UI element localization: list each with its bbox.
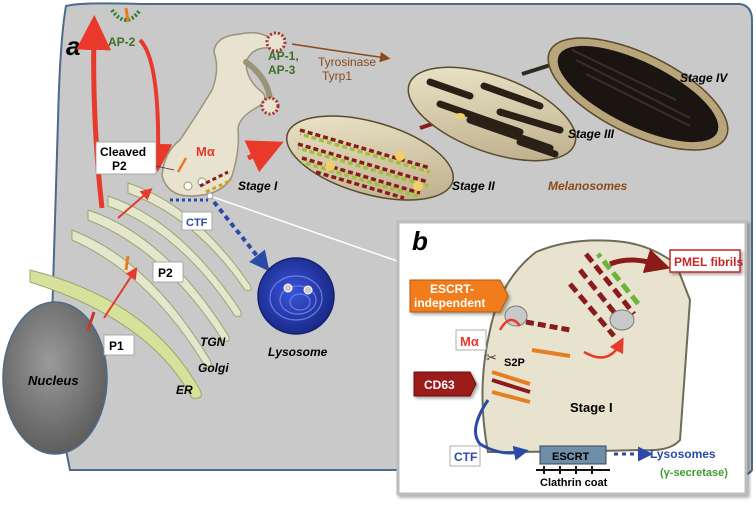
escrt-bar — [539, 445, 607, 465]
membrane-pmel-3 — [491, 390, 531, 404]
malpha-a-label: Mα — [196, 144, 215, 159]
p1-label: P1 — [109, 339, 124, 353]
coated-bud-1 — [265, 31, 287, 53]
membrane-pmel-1 — [491, 370, 531, 386]
lysosome-label: Lysosome — [268, 345, 328, 359]
er-cisterna — [29, 269, 202, 399]
cd63-label: CD63 — [424, 378, 455, 392]
scissors-icon: ✂ — [486, 350, 497, 365]
gamma-secretase-label: (γ-secretase) — [660, 467, 728, 479]
ilv-1 — [183, 181, 193, 191]
stage2-melanosome — [285, 115, 455, 201]
nucleus — [2, 301, 108, 455]
pmel-cargo-b1 — [525, 319, 571, 333]
malpha-b-label: Mα — [460, 334, 479, 349]
er-to-golgi-arrow — [103, 266, 138, 319]
escrt-label: ESCRT — [552, 451, 590, 463]
nucleus-label: Nucleus — [28, 373, 79, 388]
p1-box — [103, 334, 135, 356]
p2-protein — [124, 255, 130, 271]
escrt-indep-line2: independent — [414, 296, 485, 310]
stage1-b-label: Stage I — [570, 400, 613, 415]
pmel-cargo-b2 — [531, 348, 571, 358]
s2p-label: S2P — [504, 357, 525, 369]
cleaved-line2: P2 — [112, 159, 127, 173]
ctf-a-label: CTF — [186, 217, 208, 229]
ap2-cargo — [124, 7, 130, 23]
ap3-label: AP-3 — [268, 63, 296, 77]
membrane-pmel-2 — [491, 378, 531, 394]
golgi-cisterna-3 — [107, 195, 242, 317]
clathrin-ticks — [543, 466, 593, 474]
cd63-box — [413, 371, 477, 397]
to-lysosome-arrow — [212, 200, 270, 272]
stage1-to-stage2-arrow — [244, 140, 284, 173]
ctf-blue-arrow — [474, 399, 529, 461]
coated-bud-2 — [260, 96, 280, 116]
stage1-compartment-b — [481, 239, 692, 454]
malpha-red-arrow-b — [498, 318, 522, 331]
melanosomes-label: Melanosomes — [548, 179, 628, 193]
stage1-a-label: Stage I — [238, 179, 278, 193]
stage1-fibril-2 — [205, 178, 233, 194]
panel-a-letter: a — [66, 31, 80, 61]
tyrosinase-arrow — [291, 43, 391, 63]
tyrp1-label: Tyrp1 — [322, 69, 352, 83]
lysosome — [257, 257, 335, 335]
tgn-label: TGN — [200, 335, 226, 349]
p2-box — [152, 261, 184, 283]
ap2-endocytosis-arrow — [138, 38, 173, 172]
cleaved-p2-protein — [176, 157, 188, 173]
golgi-cisterna-2 — [87, 209, 230, 342]
ap2-coated-pit — [110, 8, 142, 22]
ap2-label: AP-2 — [108, 35, 136, 49]
cleaved-p2-box — [95, 141, 157, 175]
escrt-indep-line1: ESCRT- — [430, 282, 474, 296]
pmel-fibrils-box — [669, 249, 741, 273]
cleaved-pointer — [155, 165, 175, 171]
ctf-a-box — [181, 211, 213, 231]
stage1-red-arrow-b — [583, 337, 624, 359]
cleaved-line1: Cleaved — [100, 145, 146, 159]
stage4-melanosome — [547, 37, 729, 151]
ctf-b-label: CTF — [454, 450, 477, 464]
pmel-fibrils-label: PMEL fibrils — [674, 255, 743, 269]
golgi-to-pm-arrow — [76, 15, 112, 209]
pmel-fibrils-arrow — [609, 249, 671, 274]
stage3-label: Stage III — [568, 127, 615, 141]
pmel-fibrils-group — [568, 252, 642, 338]
endosome-stage1 — [161, 31, 277, 197]
tyrosinase-label: Tyrosinase — [318, 55, 376, 69]
zoom-connector-1 — [209, 195, 401, 263]
golgi-label: Golgi — [198, 361, 229, 375]
stage2-label: Stage II — [452, 179, 495, 193]
p1-protein — [86, 311, 96, 331]
clathrin-label: Clathrin coat — [540, 477, 608, 489]
zoom-anchor — [206, 192, 214, 200]
malpha-b-box — [455, 329, 487, 351]
ctf-b-box — [449, 445, 481, 467]
stage1-fibril-1 — [199, 170, 229, 188]
stage3-melanosome — [407, 66, 577, 162]
p2-label: P2 — [158, 266, 173, 280]
ilv-b — [609, 309, 635, 331]
er-label: ER — [176, 383, 193, 397]
lysosomes-b-label: Lysosomes — [650, 447, 716, 461]
escrt-independent-box — [409, 279, 509, 313]
ap1-label: AP-1, — [268, 49, 299, 63]
golgi-to-stage1-arrow — [117, 188, 153, 219]
stage4-label: Stage IV — [680, 71, 728, 85]
panel-b-letter: b — [412, 226, 428, 256]
